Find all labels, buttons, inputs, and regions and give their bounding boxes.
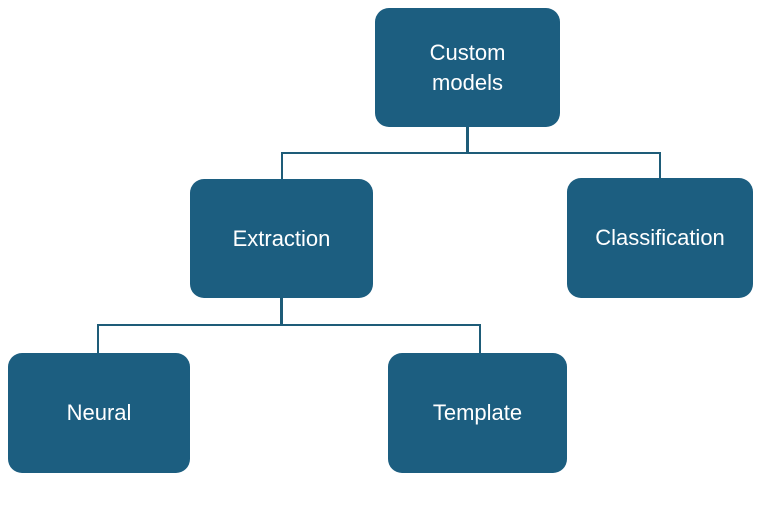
connector-rail-level-2	[281, 152, 661, 154]
node-label: Neural	[66, 400, 132, 426]
node-template: Template	[388, 353, 567, 473]
node-label: Template	[432, 400, 523, 426]
connector-trunk-extraction	[280, 298, 283, 326]
node-extraction: Extraction	[190, 179, 373, 298]
connector-trunk-custom-models	[466, 127, 469, 154]
node-custom-models: Custom models	[375, 8, 560, 127]
connector-drop-neural	[97, 324, 99, 353]
connector-drop-template	[479, 324, 481, 353]
connector-rail-level-3	[97, 324, 481, 326]
connector-drop-extraction	[281, 152, 283, 179]
node-label: Classification	[595, 225, 725, 251]
node-label: Extraction	[232, 225, 331, 251]
node-label: Custom models	[429, 40, 506, 95]
connector-drop-classification	[659, 152, 661, 178]
node-classification: Classification	[567, 178, 753, 298]
node-neural: Neural	[8, 353, 190, 473]
